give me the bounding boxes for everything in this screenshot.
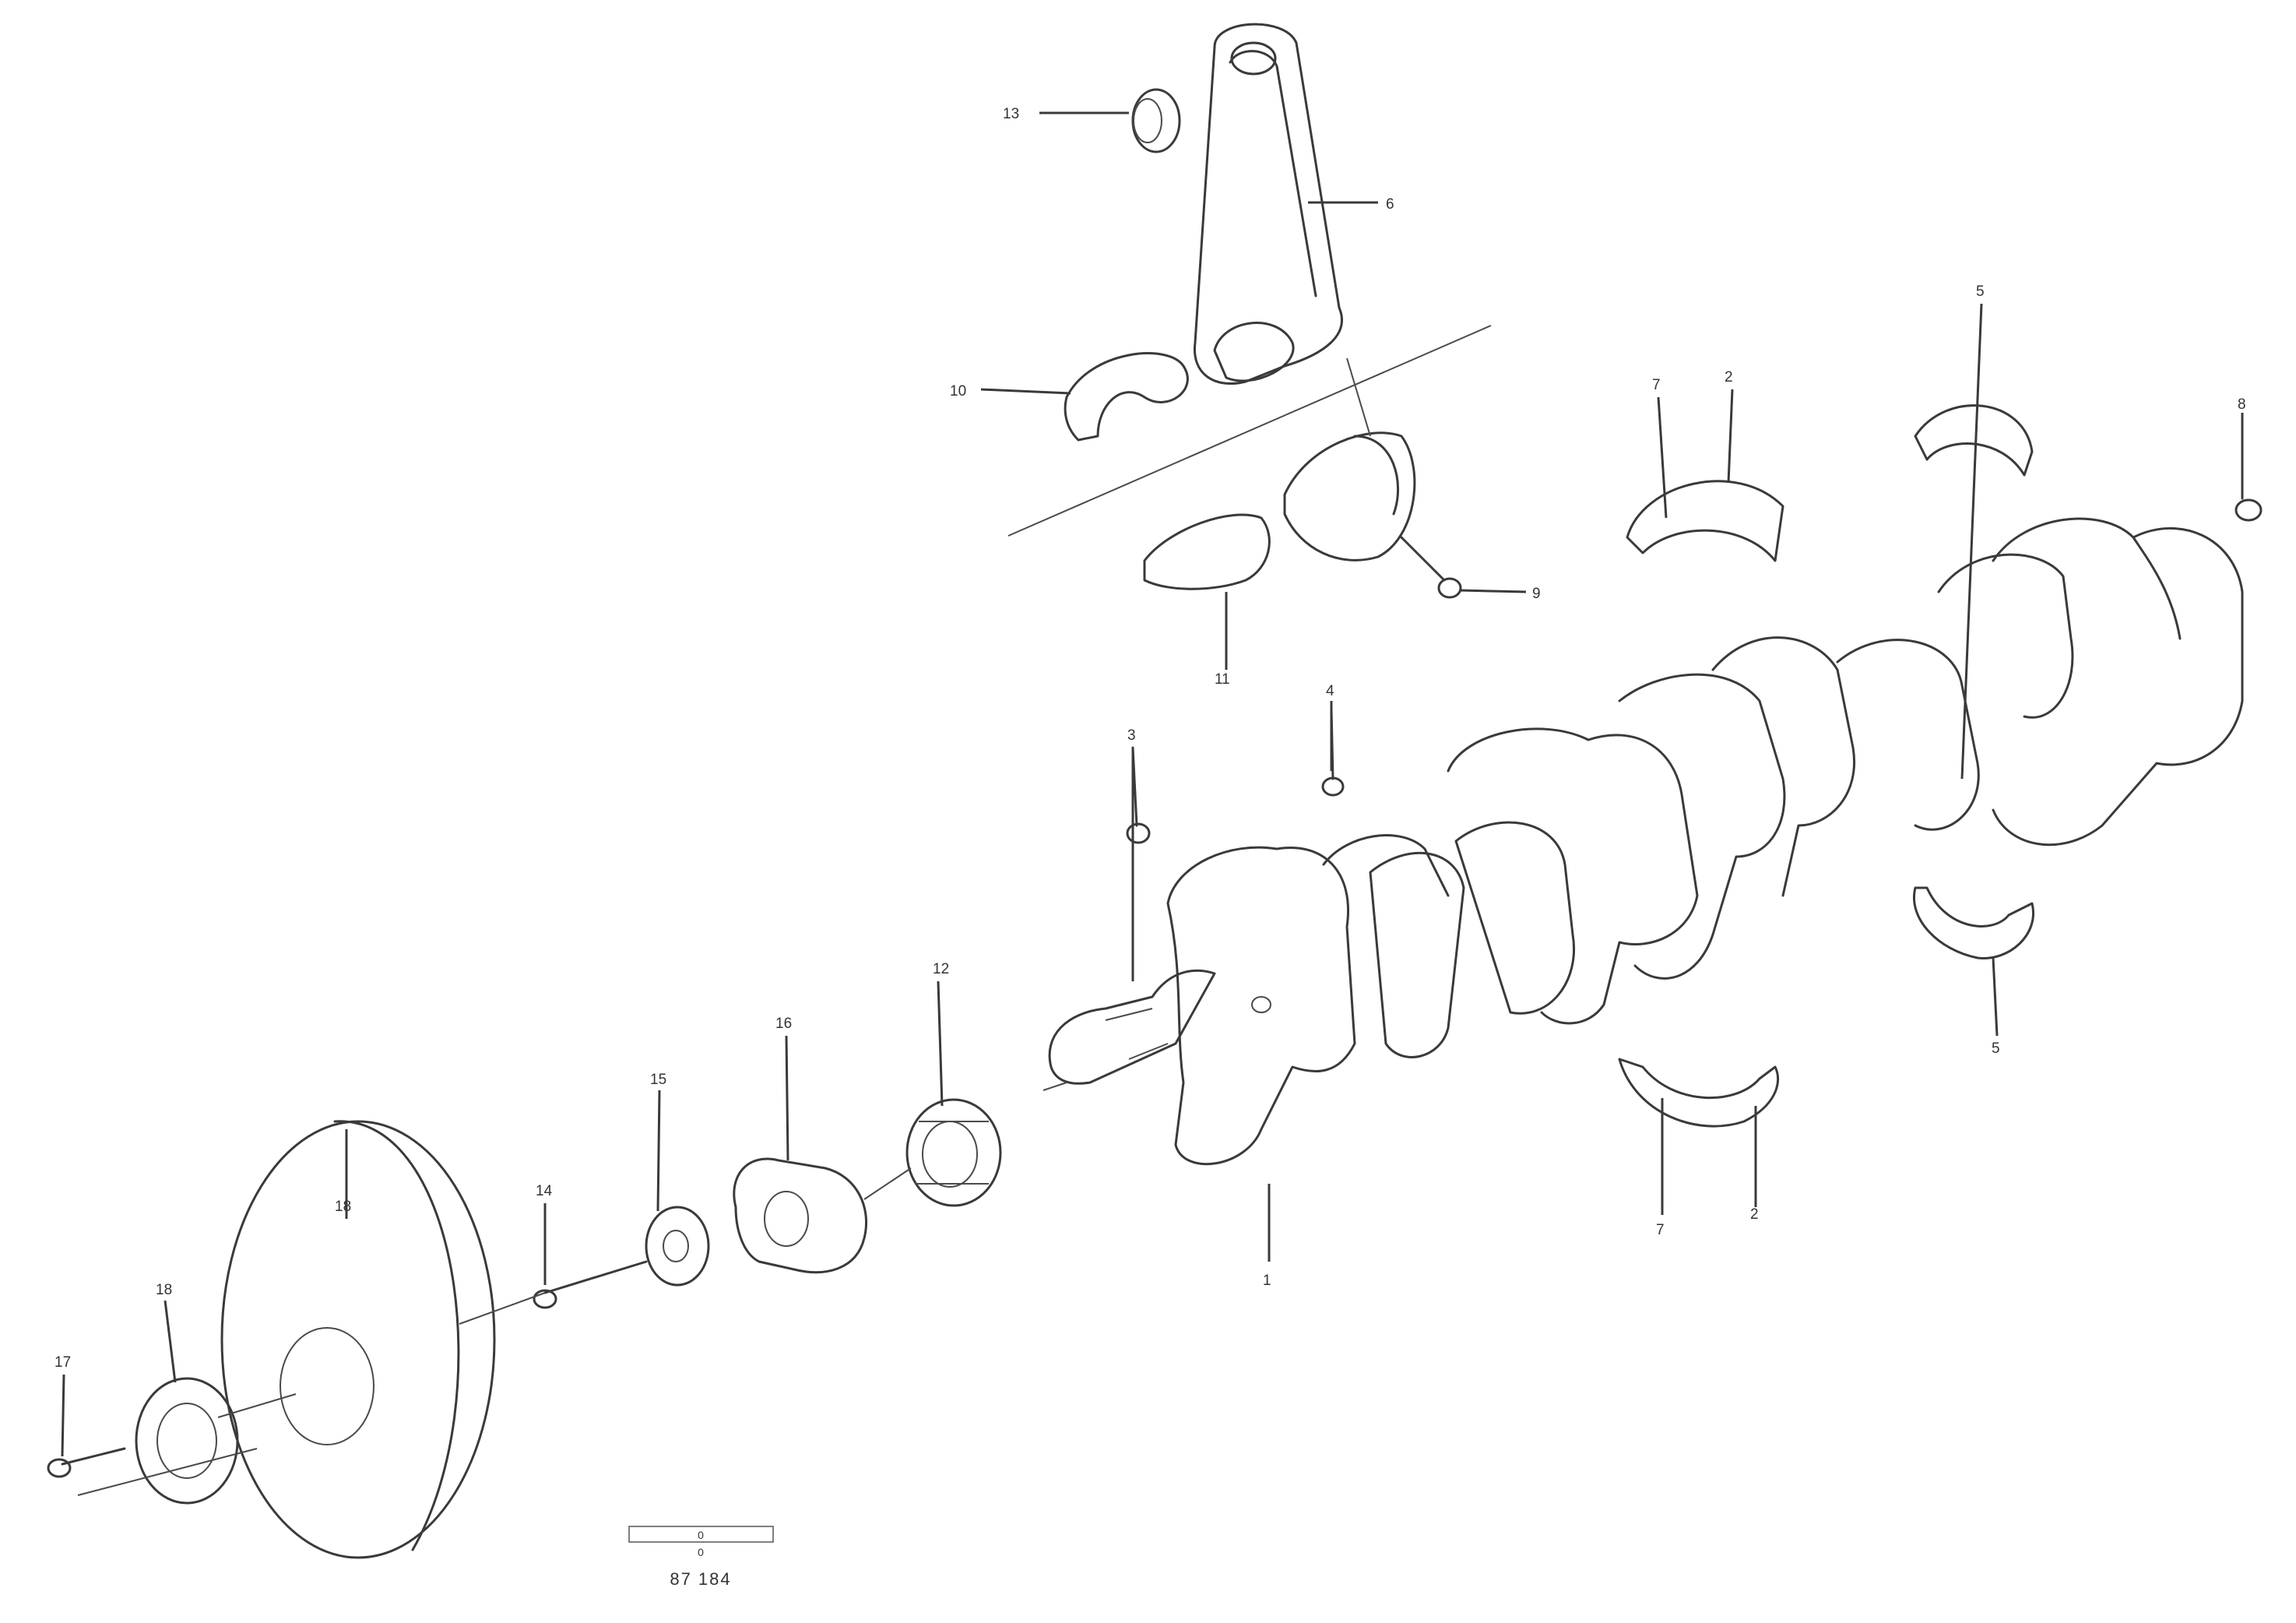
crankshaft (1048, 517, 2244, 1166)
callouts: 13 6 10 11 9 7 2 5 8 3 4 1 7 2 5 12 16 1… (54, 106, 2246, 1371)
hub (733, 1157, 868, 1274)
pulley-18 (135, 1377, 239, 1505)
callout-16: 16 (775, 1016, 792, 1032)
callout-17: 17 (54, 1354, 71, 1371)
cut-line (1007, 325, 1492, 537)
washer-15 (645, 1206, 710, 1287)
connecting-rod (1193, 23, 1343, 386)
callout-7-bottom: 7 (1656, 1222, 1665, 1238)
callout-3: 3 (1127, 727, 1136, 744)
callout-7-top: 7 (1652, 377, 1661, 393)
thrust-washer-upper (1626, 480, 1784, 562)
callout-12: 12 (933, 961, 949, 977)
callout-4: 4 (1326, 683, 1334, 699)
thrust-washer-lower (1618, 1058, 1780, 1128)
callout-18: 18 (156, 1282, 172, 1298)
main-bearing-upper (1914, 404, 2034, 477)
code-box (628, 1526, 774, 1543)
main-bearing-lower (1913, 886, 2034, 959)
bushing (1131, 88, 1181, 153)
bolt-17 (47, 1447, 126, 1478)
plug-8 (2234, 450, 2263, 522)
callout-5-bottom: 5 (1992, 1040, 2000, 1057)
reference-number: 87 184 (670, 1569, 731, 1589)
code-box-text: 0 (698, 1529, 704, 1541)
assembly-axis (77, 357, 1371, 1496)
rod-cap (1283, 431, 1416, 562)
callout-15: 15 (650, 1072, 666, 1088)
footer-reference: 0 0 87 184 (628, 1526, 774, 1589)
leader-lines (61, 111, 2244, 1457)
upper-bearing-shell (1064, 352, 1189, 442)
callout-2-top: 2 (1725, 369, 1733, 386)
callout-5-top: 5 (1976, 283, 1985, 300)
rod-bolt (1400, 536, 1462, 599)
vibration-damper (220, 1120, 496, 1559)
crankshaft-gear (905, 1098, 1002, 1207)
callout-2-bottom: 2 (1750, 1206, 1759, 1223)
callout-11: 11 (1215, 671, 1230, 688)
callout-9: 9 (1532, 586, 1541, 602)
callout-13: 13 (1003, 106, 1019, 122)
callout-14: 14 (536, 1183, 553, 1199)
callout-6: 6 (1386, 196, 1394, 213)
code-small-text: 0 (698, 1546, 704, 1558)
callout-10: 10 (950, 383, 966, 400)
callout-1: 1 (1263, 1273, 1271, 1289)
lower-bearing-shell (1143, 513, 1271, 590)
plug-4 (1321, 707, 1345, 797)
callout-19-damper: 18 (335, 1199, 351, 1215)
bolt-14 (533, 1260, 648, 1309)
screw-3 (1126, 746, 1151, 844)
callout-8: 8 (2238, 396, 2246, 413)
